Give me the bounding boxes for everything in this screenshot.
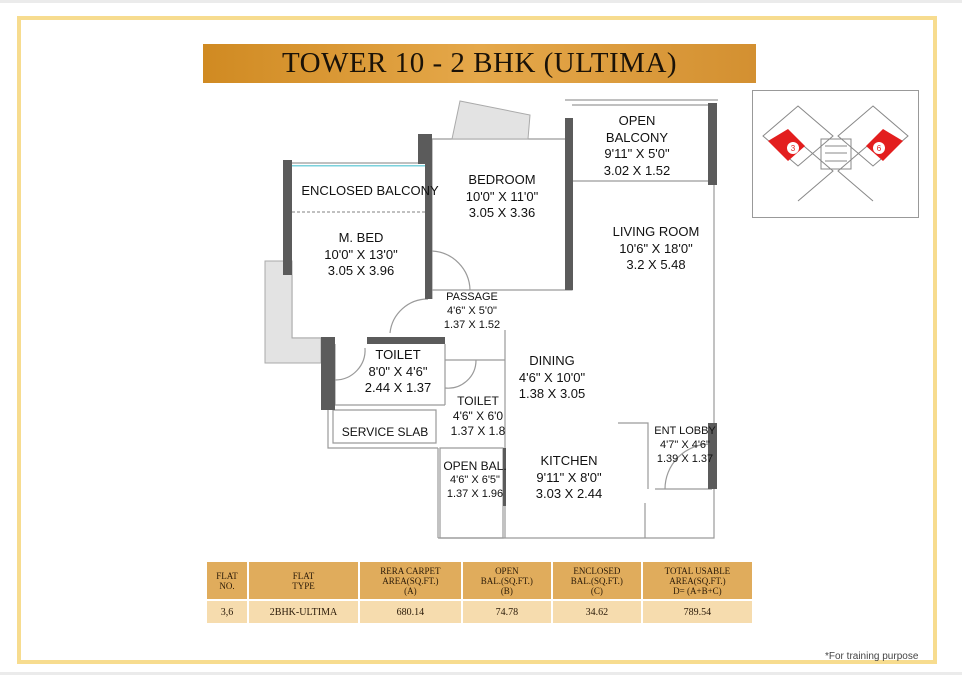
room-kitchen: KITCHEN 9'11" X 8'0" 3.03 X 2.44 <box>536 453 603 503</box>
room-name: TOILET <box>375 347 421 362</box>
unit-6-label: 6 <box>877 144 882 153</box>
room-dim-imperial: 4'6" X 6'0 <box>452 409 504 423</box>
room-dim-imperial: 10'0" X 13'0" <box>324 246 398 262</box>
cell-total-usable: 789.54 <box>642 601 752 623</box>
cell-enclosed-bal: 34.62 <box>552 601 641 623</box>
room-name: ENCLOSED BALCONY <box>301 183 439 198</box>
room-dim-metric: 2.44 X 1.37 <box>364 380 432 395</box>
room-dim-metric: 3.02 X 1.52 <box>603 162 671 178</box>
wall <box>425 163 432 299</box>
unit-3-label: 3 <box>791 144 796 153</box>
wall <box>503 448 506 506</box>
left-balcony <box>264 260 322 364</box>
wall <box>708 423 717 489</box>
page-title: TOWER 10 - 2 BHK (ULTIMA) <box>203 44 756 83</box>
room-dining: DINING 4'6" X 10'0" 1.38 X 3.05 <box>519 353 586 403</box>
room-toilet-1: TOILET 8'0" X 4'6" 2.44 X 1.37 <box>365 347 432 397</box>
open-balcony-rail <box>572 104 712 182</box>
room-name: M. BED <box>338 230 384 245</box>
room-dim-imperial: 10'6" X 18'0" <box>619 240 693 256</box>
open-bal-box <box>439 447 504 539</box>
room-dim-metric: 1.37 X 1.8 <box>450 424 506 438</box>
room-ent-lobby: ENT LOBBY 4'7" X 4'6" 1.39 X 1.37 <box>654 424 716 466</box>
room-dim-metric: 3.03 X 2.44 <box>535 486 603 501</box>
room-dim-metric: 3.05 X 3.96 <box>327 263 395 278</box>
room-name: BEDROOM <box>468 172 536 187</box>
room-dim-imperial: 9'11" X 8'0" <box>536 469 602 485</box>
room-name: ENT LOBBY <box>654 425 716 437</box>
table-row: 3,6 2BHK-ULTIMA 680.14 74.78 34.62 789.5… <box>207 601 752 623</box>
room-name: PASSAGE <box>446 291 498 303</box>
room-dim-imperial: 4'6" X 6'5" <box>450 474 500 486</box>
room-dim-imperial: 4'6" X 5'0" <box>447 305 497 317</box>
room-bedroom: BEDROOM 10'0" X 11'0" 3.05 X 3.36 <box>466 172 539 222</box>
room-name: OPEN <box>618 113 656 128</box>
footnote: *For training purpose <box>825 651 919 662</box>
bedroom-door <box>431 250 471 291</box>
bedroom-window-bay <box>451 100 531 140</box>
unit-6-highlight <box>866 129 903 161</box>
room-dim-imperial: 4'7" X 4'6" <box>660 439 710 451</box>
toilet-door <box>334 347 366 381</box>
room-dim-metric: 3.05 X 3.36 <box>468 205 536 220</box>
wall <box>367 337 445 344</box>
cell-rera-carpet: 680.14 <box>359 601 461 623</box>
floor-plan <box>264 99 718 539</box>
wall <box>321 337 335 410</box>
room-toilet-2: TOILET 4'6" X 6'0 1.37 X 1.8 <box>451 394 506 439</box>
wall <box>708 103 717 185</box>
room-dim-metric: 3.2 X 5.48 <box>626 257 686 272</box>
key-plan: 3 6 <box>752 90 919 218</box>
room-open-balcony: OPEN BALCONY 9'11" X 5'0" 3.02 X 1.52 <box>604 113 671 179</box>
room-dim-metric: 1.37 X 1.52 <box>443 319 501 331</box>
gold-frame <box>17 16 937 664</box>
wall <box>565 118 573 290</box>
room-name: OPEN BAL. <box>443 459 507 473</box>
key-plan-drawing: 3 6 <box>762 105 909 202</box>
room-service-slab: SERVICE SLAB <box>342 424 428 441</box>
enclosed-balcony-glass <box>292 165 425 167</box>
ent-lobby-walls <box>618 422 649 489</box>
room-name: BALCONY <box>605 129 669 145</box>
wall <box>418 134 432 164</box>
room-master-bed: M. BED 10'0" X 13'0" 3.05 X 3.96 <box>324 230 397 280</box>
mbed-door <box>389 298 429 334</box>
room-dim-imperial: 8'0" X 4'6" <box>368 363 428 379</box>
room-dim-metric: 1.38 X 3.05 <box>518 386 586 401</box>
room-name: LIVING ROOM <box>612 224 700 239</box>
room-dim-imperial: 9'11" X 5'0" <box>604 146 670 161</box>
room-dim-metric: 1.37 X 1.96 <box>446 488 504 500</box>
room-enclosed-balcony: ENCLOSED BALCONY <box>301 183 438 200</box>
unit-3-highlight <box>768 129 805 161</box>
master-bed-bottom <box>291 275 321 339</box>
service-slab <box>327 405 438 449</box>
page: TOWER 10 - 2 BHK (ULTIMA) <box>0 3 962 672</box>
room-passage: PASSAGE 4'6" X 5'0" 1.37 X 1.52 <box>444 290 500 332</box>
cell-open-bal: 74.78 <box>462 601 551 623</box>
room-living-room: LIVING ROOM 10'6" X 18'0" 3.2 X 5.48 <box>613 224 700 274</box>
room-name: KITCHEN <box>540 453 598 468</box>
room-dim-imperial: 4'6" X 10'0" <box>518 369 586 385</box>
cell-flat-no: 3,6 <box>207 601 248 623</box>
room-name: TOILET <box>457 394 499 408</box>
room-dim-metric: 1.39 X 1.37 <box>656 453 714 465</box>
room-open-bal: OPEN BAL. 4'6" X 6'5" 1.37 X 1.96 <box>443 459 506 501</box>
wall <box>283 160 292 275</box>
room-name: SERVICE SLAB <box>341 425 429 439</box>
room-dim-imperial: 10'0" X 11'0" <box>465 188 539 204</box>
toilet2-door <box>444 359 477 389</box>
cell-flat-type: 2BHK-ULTIMA <box>249 601 358 623</box>
room-name: DINING <box>529 353 575 368</box>
lobby-door <box>664 443 711 490</box>
